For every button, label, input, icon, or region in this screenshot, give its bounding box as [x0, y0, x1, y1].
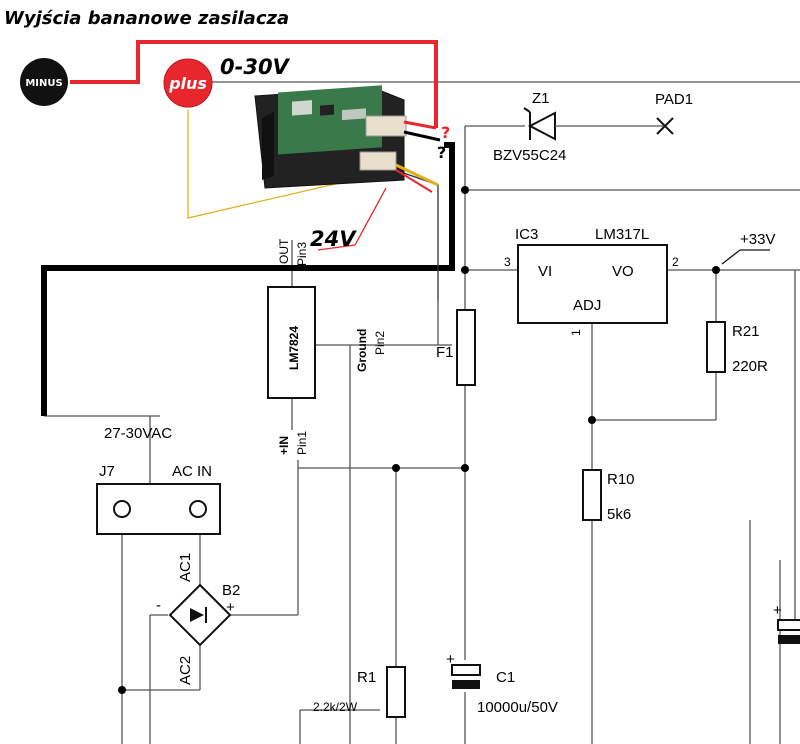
bridge-b2: B2 AC1 AC2 - + — [156, 553, 240, 685]
pad1-ref: PAD1 — [655, 91, 693, 108]
resistor-r1: R1 2.2k/2W — [313, 666, 406, 718]
pad1: PAD1 — [655, 91, 693, 135]
minus-label: MINUS — [25, 78, 62, 89]
ic3-part: LM317L — [595, 226, 649, 243]
regulator-ic3: IC3 LM317L VI VO ADJ 3 2 1 — [504, 226, 679, 336]
lm7824-in: +IN — [277, 436, 291, 455]
question-mark-black: ? — [437, 143, 446, 162]
ic3-ref: IC3 — [515, 226, 538, 243]
input-voltage-label: 27-30VAC — [104, 425, 172, 442]
r21-value: 220R — [732, 358, 768, 375]
r1-ref: R1 — [357, 669, 376, 686]
b2-ref: B2 — [222, 582, 240, 599]
lm7824-out: OUT — [277, 238, 291, 264]
lm7824-pin3: Pin3 — [295, 242, 309, 266]
lm7824-pin2: Pin2 — [373, 331, 387, 355]
plus-terminal: plus — [163, 58, 213, 108]
question-mark-red: ? — [441, 123, 450, 142]
ic3-pin-vi: VI — [538, 263, 552, 280]
ic3-pin1-num: 1 — [569, 329, 583, 336]
f1-ref: F1 — [436, 344, 454, 361]
fuse-f1: F1 — [436, 309, 476, 386]
ic3-pin-vo: VO — [612, 263, 634, 280]
plus-label: plus — [168, 74, 207, 93]
cap-right-plus: + — [773, 602, 782, 619]
page-title: Wyjścia bananowe zasilacza — [4, 8, 289, 29]
voltmeter-module — [254, 85, 441, 193]
r10-ref: R10 — [607, 471, 635, 488]
regulator-lm7824: LM7824 OUT Pin3 Ground Pin2 +IN Pin1 — [267, 238, 387, 455]
connector-j7: J7 AC IN — [96, 463, 221, 535]
ic3-pin-adj: ADJ — [573, 297, 601, 314]
b2-ac2: AC2 — [177, 656, 194, 685]
c1-polarity: + — [446, 651, 455, 668]
ic3-pin3-num: 3 — [504, 255, 511, 269]
j7-ref: J7 — [99, 463, 115, 480]
out-rail-text: +33V — [740, 231, 775, 248]
z1-ref: Z1 — [532, 90, 550, 107]
r10-value: 5k6 — [607, 506, 631, 523]
r1-value: 2.2k/2W — [313, 700, 358, 714]
capacitor-right: + — [773, 602, 800, 644]
z1-value: BZV55C24 — [493, 147, 566, 164]
b2-minus: - — [156, 597, 161, 614]
capacitor-c1: + C1 10000u/50V — [446, 651, 558, 716]
b2-ac1: AC1 — [177, 553, 194, 582]
zener-diode-z1: Z1 BZV55C24 — [493, 90, 663, 164]
minus-terminal: MINUS — [20, 58, 68, 106]
r21-ref: R21 — [732, 323, 760, 340]
meter-voltage-label: 24V — [310, 227, 357, 251]
lm7824-pin1: Pin1 — [295, 431, 309, 455]
junction-dots — [118, 186, 720, 694]
output-rail-label: +33V — [721, 231, 775, 265]
b2-plus: + — [226, 599, 235, 616]
lm7824-ground: Ground — [355, 329, 369, 372]
range-label: 0-30V — [220, 55, 291, 79]
circuit-wires — [44, 81, 800, 744]
j7-label: AC IN — [172, 463, 212, 480]
resistor-r10: R10 5k6 — [582, 469, 635, 523]
c1-value: 10000u/50V — [477, 699, 558, 716]
ic3-pin2-num: 2 — [672, 255, 679, 269]
resistor-r21: R21 220R — [706, 321, 768, 375]
lm7824-part: LM7824 — [287, 326, 301, 370]
c1-ref: C1 — [496, 669, 515, 686]
